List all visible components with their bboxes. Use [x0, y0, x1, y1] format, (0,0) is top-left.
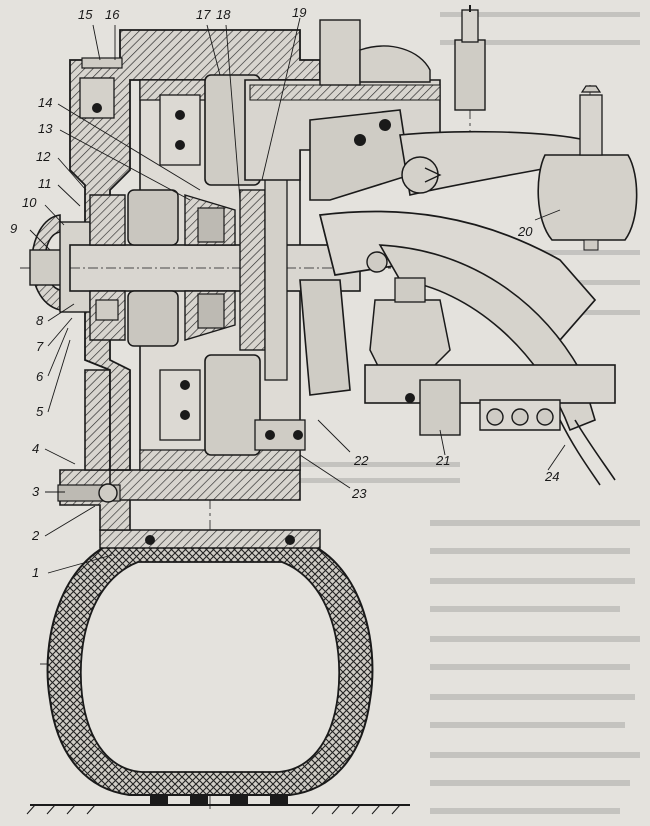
callout-18: 18: [216, 7, 231, 22]
upper-arm: [399, 85, 638, 251]
callout-12: 12: [36, 149, 51, 164]
king-pin: [454, 5, 486, 111]
callout-6: 6: [36, 369, 44, 384]
callout-14: 14: [38, 95, 53, 110]
callout-2: 2: [32, 528, 40, 543]
lower-arms: [318, 210, 597, 432]
callout-8: 8: [36, 313, 44, 328]
steering-knuckle: [244, 19, 441, 201]
bearings: [89, 189, 236, 347]
callout-7: 7: [36, 339, 44, 354]
callout-23: 23: [352, 486, 367, 501]
tie-rod: [299, 277, 616, 486]
callout-22: 22: [354, 453, 369, 468]
callout-13: 13: [38, 121, 53, 136]
callout-17: 17: [196, 7, 211, 22]
ground: [26, 804, 410, 815]
callout-5: 5: [36, 404, 44, 419]
callout-4: 4: [32, 441, 40, 456]
callout-15: 15: [78, 7, 93, 22]
wheel-studs: [79, 57, 123, 321]
callout-11: 11: [38, 176, 52, 191]
wheel-rim: [57, 369, 301, 531]
callout-20: 20: [518, 224, 533, 239]
leader-lines: [29, 17, 566, 574]
callout-1: 1: [32, 565, 40, 580]
callout-21: 21: [436, 453, 451, 468]
callout-16: 16: [105, 7, 120, 22]
tyre: [46, 529, 374, 805]
callout-10: 10: [22, 195, 37, 210]
callout-9: 9: [10, 221, 18, 236]
callout-24: 24: [545, 469, 560, 484]
callout-19: 19: [292, 5, 307, 20]
callout-3: 3: [32, 484, 40, 499]
